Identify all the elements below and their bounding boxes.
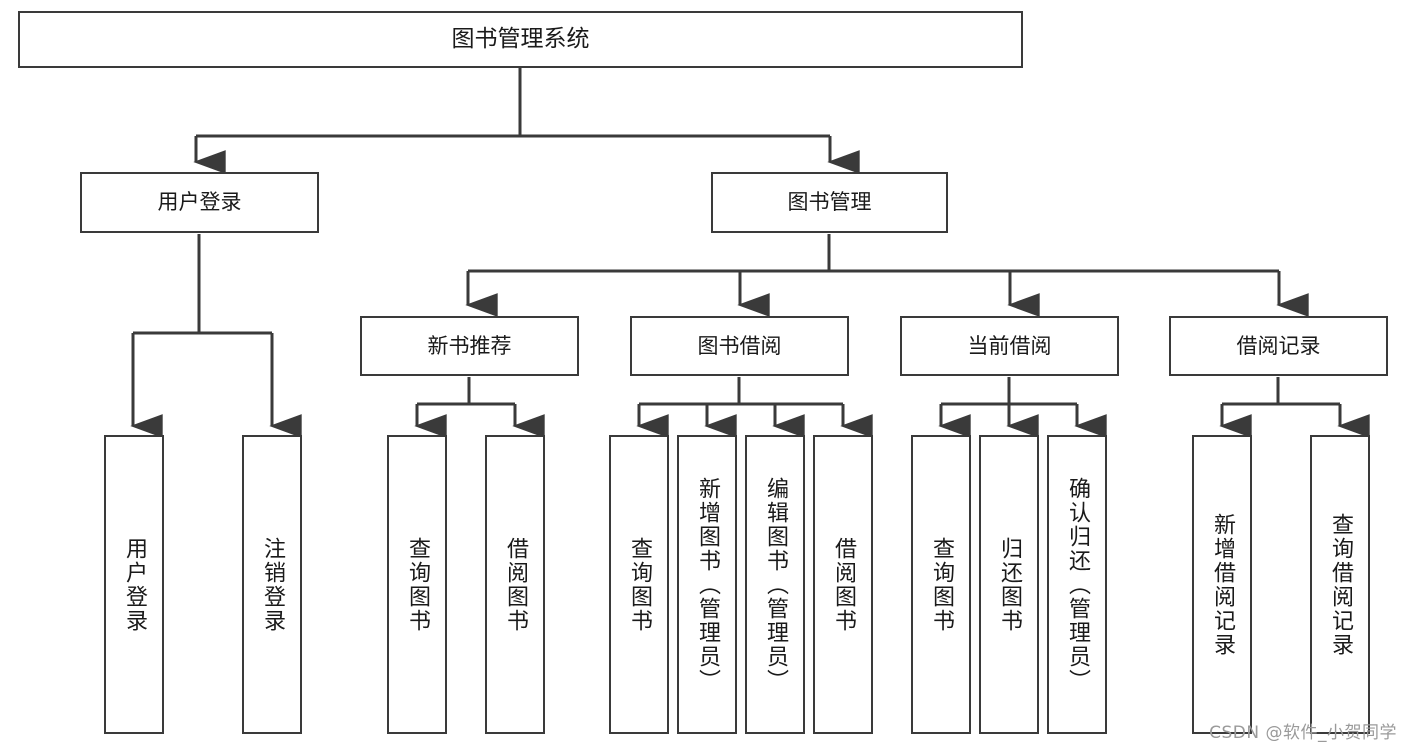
node-label: 确认归还（管理员） — [1065, 476, 1090, 693]
node-leaf-query-book-3[interactable]: 查询图书 — [911, 435, 971, 734]
node-label: 归还图书 — [997, 536, 1022, 633]
node-leaf-logout-login[interactable]: 注销登录 — [242, 435, 302, 734]
node-label: 用户登录 — [122, 536, 147, 633]
node-label: 借阅图书 — [831, 536, 856, 633]
node-leaf-add-book-admin[interactable]: 新增图书（管理员） — [677, 435, 737, 734]
node-leaf-borrow-book-1[interactable]: 借阅图书 — [485, 435, 545, 734]
node-label: 当前借阅 — [967, 333, 1052, 358]
node-label: 查询借阅记录 — [1328, 512, 1353, 657]
node-label: 借阅记录 — [1236, 333, 1321, 358]
node-label: 查询图书 — [627, 536, 652, 633]
node-leaf-query-book-1[interactable]: 查询图书 — [387, 435, 447, 734]
node-current-borrow[interactable]: 当前借阅 — [900, 316, 1119, 376]
node-label: 注销登录 — [260, 536, 285, 633]
node-leaf-confirm-return-admin[interactable]: 确认归还（管理员） — [1047, 435, 1107, 734]
node-new-book-recommend[interactable]: 新书推荐 — [360, 316, 579, 376]
node-label: 借阅图书 — [503, 536, 528, 633]
node-leaf-query-book-2[interactable]: 查询图书 — [609, 435, 669, 734]
node-label: 查询图书 — [405, 536, 430, 633]
node-book-borrow[interactable]: 图书借阅 — [630, 316, 849, 376]
node-leaf-return-book[interactable]: 归还图书 — [979, 435, 1039, 734]
node-label: 新增借阅记录 — [1210, 512, 1235, 657]
node-leaf-edit-book-admin[interactable]: 编辑图书（管理员） — [745, 435, 805, 734]
node-label: 图书管理系统 — [451, 25, 590, 52]
node-root-system[interactable]: 图书管理系统 — [18, 11, 1023, 68]
node-label: 编辑图书（管理员） — [763, 476, 788, 693]
node-label: 查询图书 — [929, 536, 954, 633]
node-leaf-borrow-book-2[interactable]: 借阅图书 — [813, 435, 873, 734]
node-leaf-add-borrow-record[interactable]: 新增借阅记录 — [1192, 435, 1252, 734]
node-label: 新增图书（管理员） — [695, 476, 720, 693]
node-user-login[interactable]: 用户登录 — [80, 172, 319, 233]
node-leaf-query-borrow-record[interactable]: 查询借阅记录 — [1310, 435, 1370, 734]
node-leaf-user-login[interactable]: 用户登录 — [104, 435, 164, 734]
node-label: 新书推荐 — [427, 333, 512, 358]
node-label: 图书管理 — [787, 190, 872, 215]
node-borrow-record[interactable]: 借阅记录 — [1169, 316, 1388, 376]
node-label: 图书借阅 — [697, 333, 782, 358]
node-label: 用户登录 — [157, 190, 242, 215]
node-book-management[interactable]: 图书管理 — [711, 172, 948, 233]
